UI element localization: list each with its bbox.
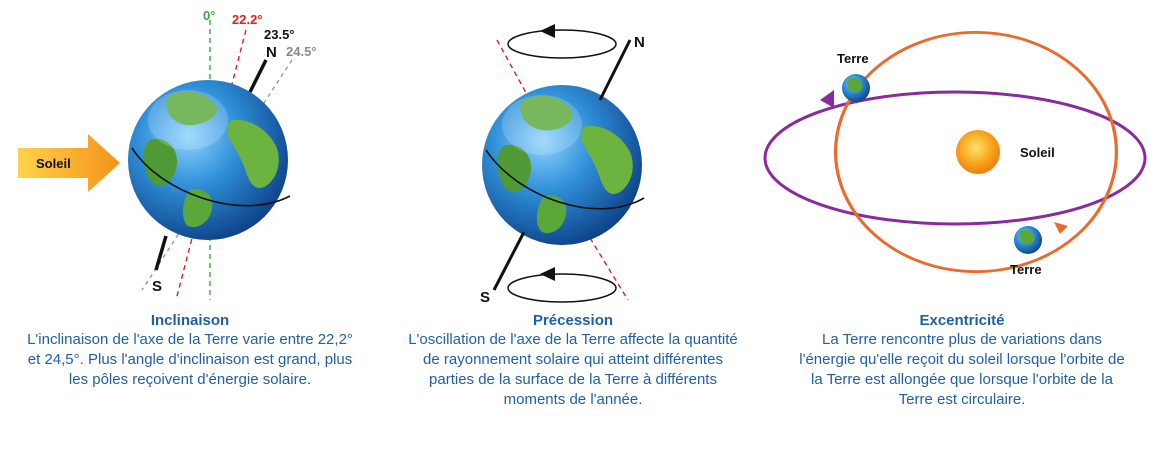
precession-axis-south — [492, 231, 526, 291]
caption-title-excentricite: Excentricité — [919, 312, 1005, 329]
angle-222-label: 22.2° — [232, 12, 263, 27]
earth-label-top: Terre — [837, 51, 869, 66]
north-label-2: N — [634, 34, 645, 51]
precession-circle-bottom — [507, 273, 617, 303]
earth-globe-1 — [128, 80, 288, 240]
orbit-arrow-orange — [1054, 222, 1068, 234]
angle-245-label: 24.5° — [286, 44, 317, 59]
caption-text-inclinaison: L'inclinaison de l'axe de la Terre varie… — [27, 331, 353, 388]
angle-0-label: 0° — [203, 8, 215, 23]
precession-axis-north — [598, 39, 632, 101]
axis-235-north-line — [248, 59, 268, 93]
earth-label-bottom: Terre — [1010, 262, 1042, 277]
sun-circle — [956, 130, 1000, 174]
caption-precession: Précession L'oscillation de l'axe de la … — [403, 312, 743, 410]
orbit-elliptical — [763, 90, 1147, 226]
precession-cone-lower — [589, 237, 629, 301]
angle-235-label: 23.5° — [264, 27, 295, 42]
equator-line-2 — [485, 149, 645, 210]
caption-excentricite: Excentricité La Terre rencontre plus de … — [792, 312, 1132, 410]
caption-text-precession: L'oscillation de l'axe de la Terre affec… — [408, 331, 738, 408]
sun-label-1: Soleil — [36, 156, 71, 171]
panel-precession: N S — [480, 24, 645, 306]
precession-arrow-top — [540, 24, 555, 38]
precession-cone-upper — [496, 39, 531, 101]
earth-small-top — [842, 74, 870, 102]
south-label-2: S — [480, 289, 490, 306]
caption-inclinaison: Inclinaison L'inclinaison de l'axe de la… — [20, 312, 360, 390]
axis-235-south-line — [154, 235, 168, 271]
south-label-1: S — [152, 278, 162, 295]
sun-label-3: Soleil — [1020, 145, 1055, 160]
precession-circle-top — [507, 29, 617, 59]
caption-title-precession: Précession — [532, 312, 614, 329]
earth-globe-2 — [482, 85, 642, 245]
earth-small-bottom — [1014, 226, 1042, 254]
panel-excentricite: Soleil Terre Terre — [763, 31, 1147, 277]
orbit-arrow-purple — [820, 90, 834, 108]
caption-title-inclinaison: Inclinaison — [150, 312, 230, 329]
precession-arrow-bottom — [540, 267, 555, 281]
orbit-circular — [833, 31, 1119, 273]
north-label-1: N — [266, 44, 277, 61]
sun-arrow — [18, 134, 120, 192]
panel-inclinaison: Soleil 0° 22.2° 23.5° N 24.5° S — [18, 8, 317, 301]
equator-line-1 — [131, 147, 291, 207]
caption-text-excentricite: La Terre rencontre plus de variations da… — [799, 331, 1125, 408]
